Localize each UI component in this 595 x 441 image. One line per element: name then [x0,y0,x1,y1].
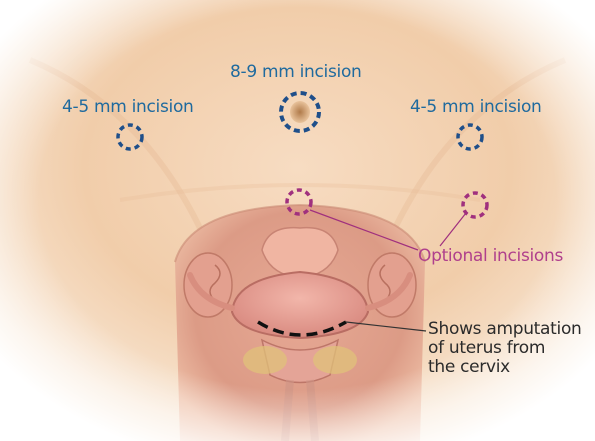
navel [290,101,310,123]
left-incision-label: 4-5 mm incision [62,97,194,117]
amputation-caption-line: of uterus from [428,339,582,358]
center-incision-label: 8-9 mm incision [230,62,362,82]
optional-incisions-label: Optional incisions [418,246,563,266]
amputation-caption-line: the cervix [428,358,582,377]
right-incision-label: 4-5 mm incision [410,97,542,117]
amputation-caption: Shows amputation of uterus from the cerv… [428,320,582,377]
amputation-caption-line: Shows amputation [428,320,582,339]
